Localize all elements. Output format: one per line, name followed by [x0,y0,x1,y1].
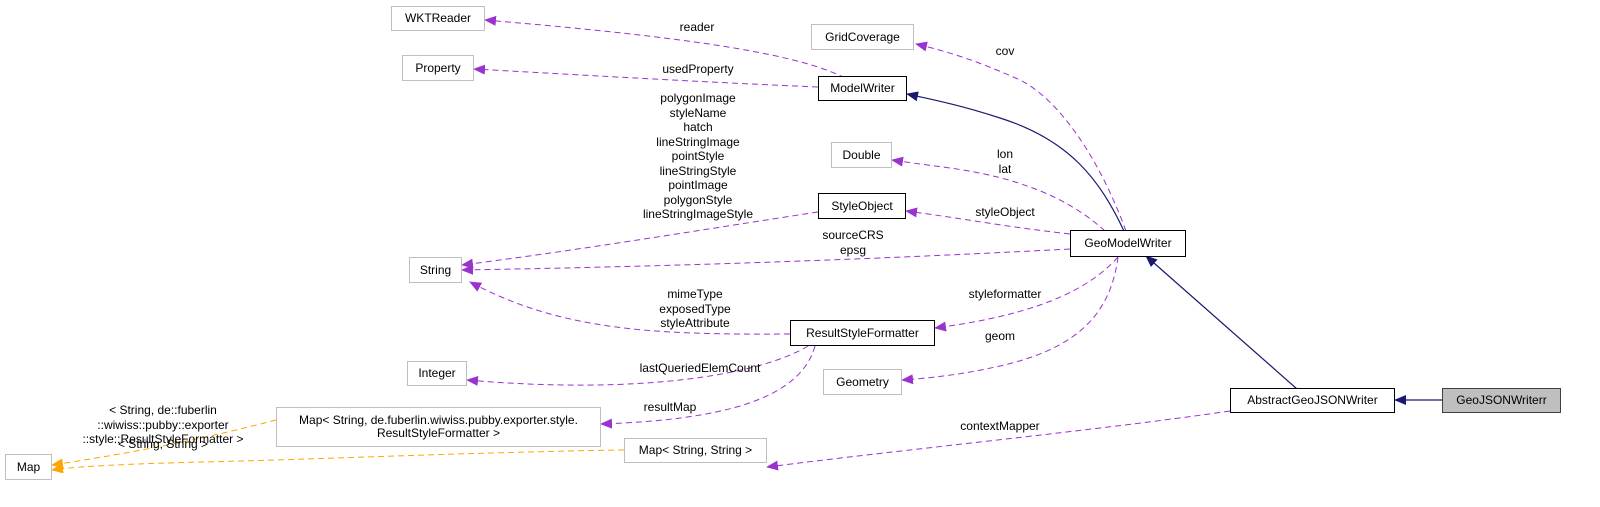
node-gridcoverage[interactable]: GridCoverage [811,24,914,50]
edge-label-resultmap: resultMap [643,400,697,414]
node-double[interactable]: Double [831,142,892,168]
edge-label-template-formatter: < String, de::fuberlin ::wiwiss::pubby::… [82,403,244,446]
node-map-string-string-label: Map< String, String > [638,443,753,457]
edge-label-reader: reader [679,20,715,34]
edge-resultmap [600,345,816,429]
node-wktreader[interactable]: WKTReader [391,6,485,31]
node-string-label: String [419,262,452,277]
edge-string-formatter [469,281,791,335]
node-integer[interactable]: Integer [407,361,467,386]
edge-styleformatter [934,256,1119,332]
node-geomodelwriter-label: GeoModelWriter [1084,236,1172,250]
node-geojsonwriterr-label: GeoJSONWriterr [1456,393,1547,407]
node-map-string-string[interactable]: Map< String, String > [624,438,767,463]
edge-contextmapper [766,410,1231,471]
edge-label-string-formatter: mimeType exposedType styleAttribute [659,287,731,330]
node-string[interactable]: String [409,257,462,283]
edge-label-lastqueried: lastQueriedElemCount [639,361,761,375]
node-geomodelwriter[interactable]: GeoModelWriter [1070,230,1186,257]
edge-lonlat [891,156,1106,232]
node-map[interactable]: Map [5,454,52,480]
edge-geomodelwriter-modelwriter [906,91,1125,232]
node-map-resultstyleformatter[interactable]: Map< String, de.fuberlin.wiwiss.pubby.ex… [276,407,601,447]
node-geojsonwriterr[interactable]: GeoJSONWriterr [1442,388,1561,413]
edge-abstractgeojsonwriter-geomodelwriter [1145,255,1298,390]
node-geometry[interactable]: Geometry [823,369,902,395]
edge-label-styleformatter: styleformatter [968,287,1042,301]
edge-label-usedproperty: usedProperty [662,62,734,76]
edge-template-formatter [51,419,277,469]
node-double-label: Double [842,147,881,162]
edge-usedproperty [473,64,819,88]
node-modelwriter[interactable]: ModelWriter [818,76,907,101]
node-resultstyleformatter-label: ResultStyleFormatter [806,325,919,340]
node-map-resultstyleformatter-label-1: Map< String, de.fuberlin.wiwiss.pubby.ex… [299,413,578,427]
edge-string-styleobject [461,211,819,269]
node-integer-label: Integer [418,366,456,380]
edge-label-string-styleobject: polygonImage styleName hatch lineStringI… [642,91,754,221]
edge-reader [484,15,846,79]
node-property-label: Property [415,60,461,75]
node-styleobject-label: StyleObject [831,198,893,213]
node-map-label: Map [16,459,41,474]
edge-label-cov: cov [995,44,1015,58]
node-gridcoverage-label: GridCoverage [825,29,900,44]
node-styleobject[interactable]: StyleObject [818,193,906,219]
node-resultstyleformatter[interactable]: ResultStyleFormatter [790,320,935,346]
edge-cov [915,41,1127,232]
edge-label-contextmapper: contextMapper [960,419,1040,433]
edge-label-styleobject: styleObject [975,205,1035,219]
node-abstractgeojsonwriter-label: AbstractGeoJSONWriter [1247,393,1378,407]
node-abstractgeojsonwriter[interactable]: AbstractGeoJSONWriter [1230,388,1395,413]
node-property[interactable]: Property [402,55,474,81]
edge-label-template-string: < String, String > [117,437,209,451]
edge-string-geomodel [461,248,1071,275]
node-map-resultstyleformatter-label-2: ResultStyleFormatter > [376,426,501,440]
edge-lastqueried [466,345,809,386]
node-modelwriter-label: ModelWriter [830,81,895,95]
node-geometry-label: Geometry [836,374,889,389]
node-wktreader-label: WKTReader [404,11,472,25]
edge-styleobject [905,207,1071,235]
edge-geom [901,256,1119,385]
edge-template-string [51,449,625,474]
edge-label-geom: geom [984,329,1016,343]
